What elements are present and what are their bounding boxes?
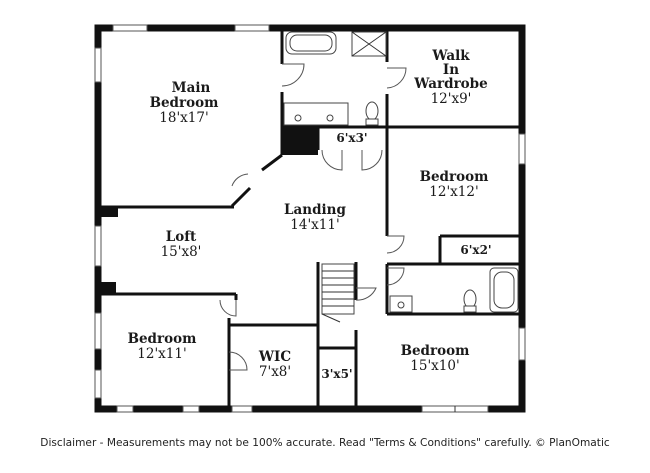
room-dimensions: 12'x9'	[431, 91, 472, 107]
exterior-walls	[94, 24, 526, 413]
room-name: Loft	[166, 229, 197, 245]
window	[94, 369, 102, 399]
room-bedroom-right-upper: Bedroom 12'x12'	[420, 169, 489, 200]
room-name: Bedroom	[128, 331, 197, 347]
room-walk-in-wardrobe: Walk In Wardrobe 12'x9'	[413, 48, 487, 107]
room-name: In	[443, 62, 459, 78]
room-name: WIC	[258, 349, 291, 365]
toilet-icon	[463, 289, 477, 309]
room-dimensions: 12'x12'	[429, 184, 478, 200]
fixtures	[283, 31, 519, 313]
room-wic: WIC 7'x8'	[258, 349, 291, 380]
window	[518, 133, 526, 165]
room-name: Landing	[284, 202, 346, 218]
doors	[219, 63, 407, 371]
room-dimensions: 7'x8'	[259, 364, 291, 380]
room-closet-small: 3'x5'	[321, 367, 352, 381]
window	[116, 405, 134, 413]
room-landing: Landing 14'x11'	[284, 202, 346, 233]
vanity-icon	[283, 102, 349, 126]
window	[112, 24, 148, 32]
windows	[94, 24, 526, 413]
room-name: Main	[172, 80, 211, 96]
room-name: Walk	[431, 48, 470, 64]
room-name: Bedroom	[150, 95, 219, 111]
room-dimensions: 6'x3'	[336, 131, 367, 145]
window	[182, 405, 200, 413]
window	[231, 405, 253, 413]
room-closet-right: 6'x2'	[460, 243, 491, 257]
window	[518, 327, 526, 361]
room-dimensions: 15'x8'	[161, 244, 202, 260]
room-dimensions: 18'x17'	[159, 110, 208, 126]
room-dimensions: 12'x11'	[137, 346, 186, 362]
room-loft: Loft 15'x8'	[161, 229, 202, 260]
room-dimensions: 14'x11'	[290, 217, 339, 233]
room-dimensions: 15'x10'	[410, 358, 459, 374]
room-name: Wardrobe	[413, 76, 487, 92]
window	[94, 312, 102, 350]
disclaimer-text: Disclaimer - Measurements may not be 100…	[40, 437, 610, 449]
window	[234, 24, 270, 32]
room-bedroom-lower-left: Bedroom 12'x11'	[128, 331, 197, 362]
window	[94, 225, 102, 267]
room-bedroom-lower-right: Bedroom 15'x10'	[401, 343, 470, 374]
room-main-bedroom: Main Bedroom 18'x17'	[150, 80, 219, 126]
room-name: Bedroom	[420, 169, 489, 185]
room-dimensions: 6'x2'	[460, 243, 491, 257]
room-name: Bedroom	[401, 343, 470, 359]
room-closet-top: 6'x3'	[336, 131, 367, 145]
toilet-icon	[365, 101, 379, 121]
staircase	[321, 263, 355, 323]
exterior-wall-outline	[94, 24, 526, 413]
interior-walls	[98, 28, 522, 409]
window	[94, 47, 102, 83]
room-dimensions: 3'x5'	[321, 367, 352, 381]
